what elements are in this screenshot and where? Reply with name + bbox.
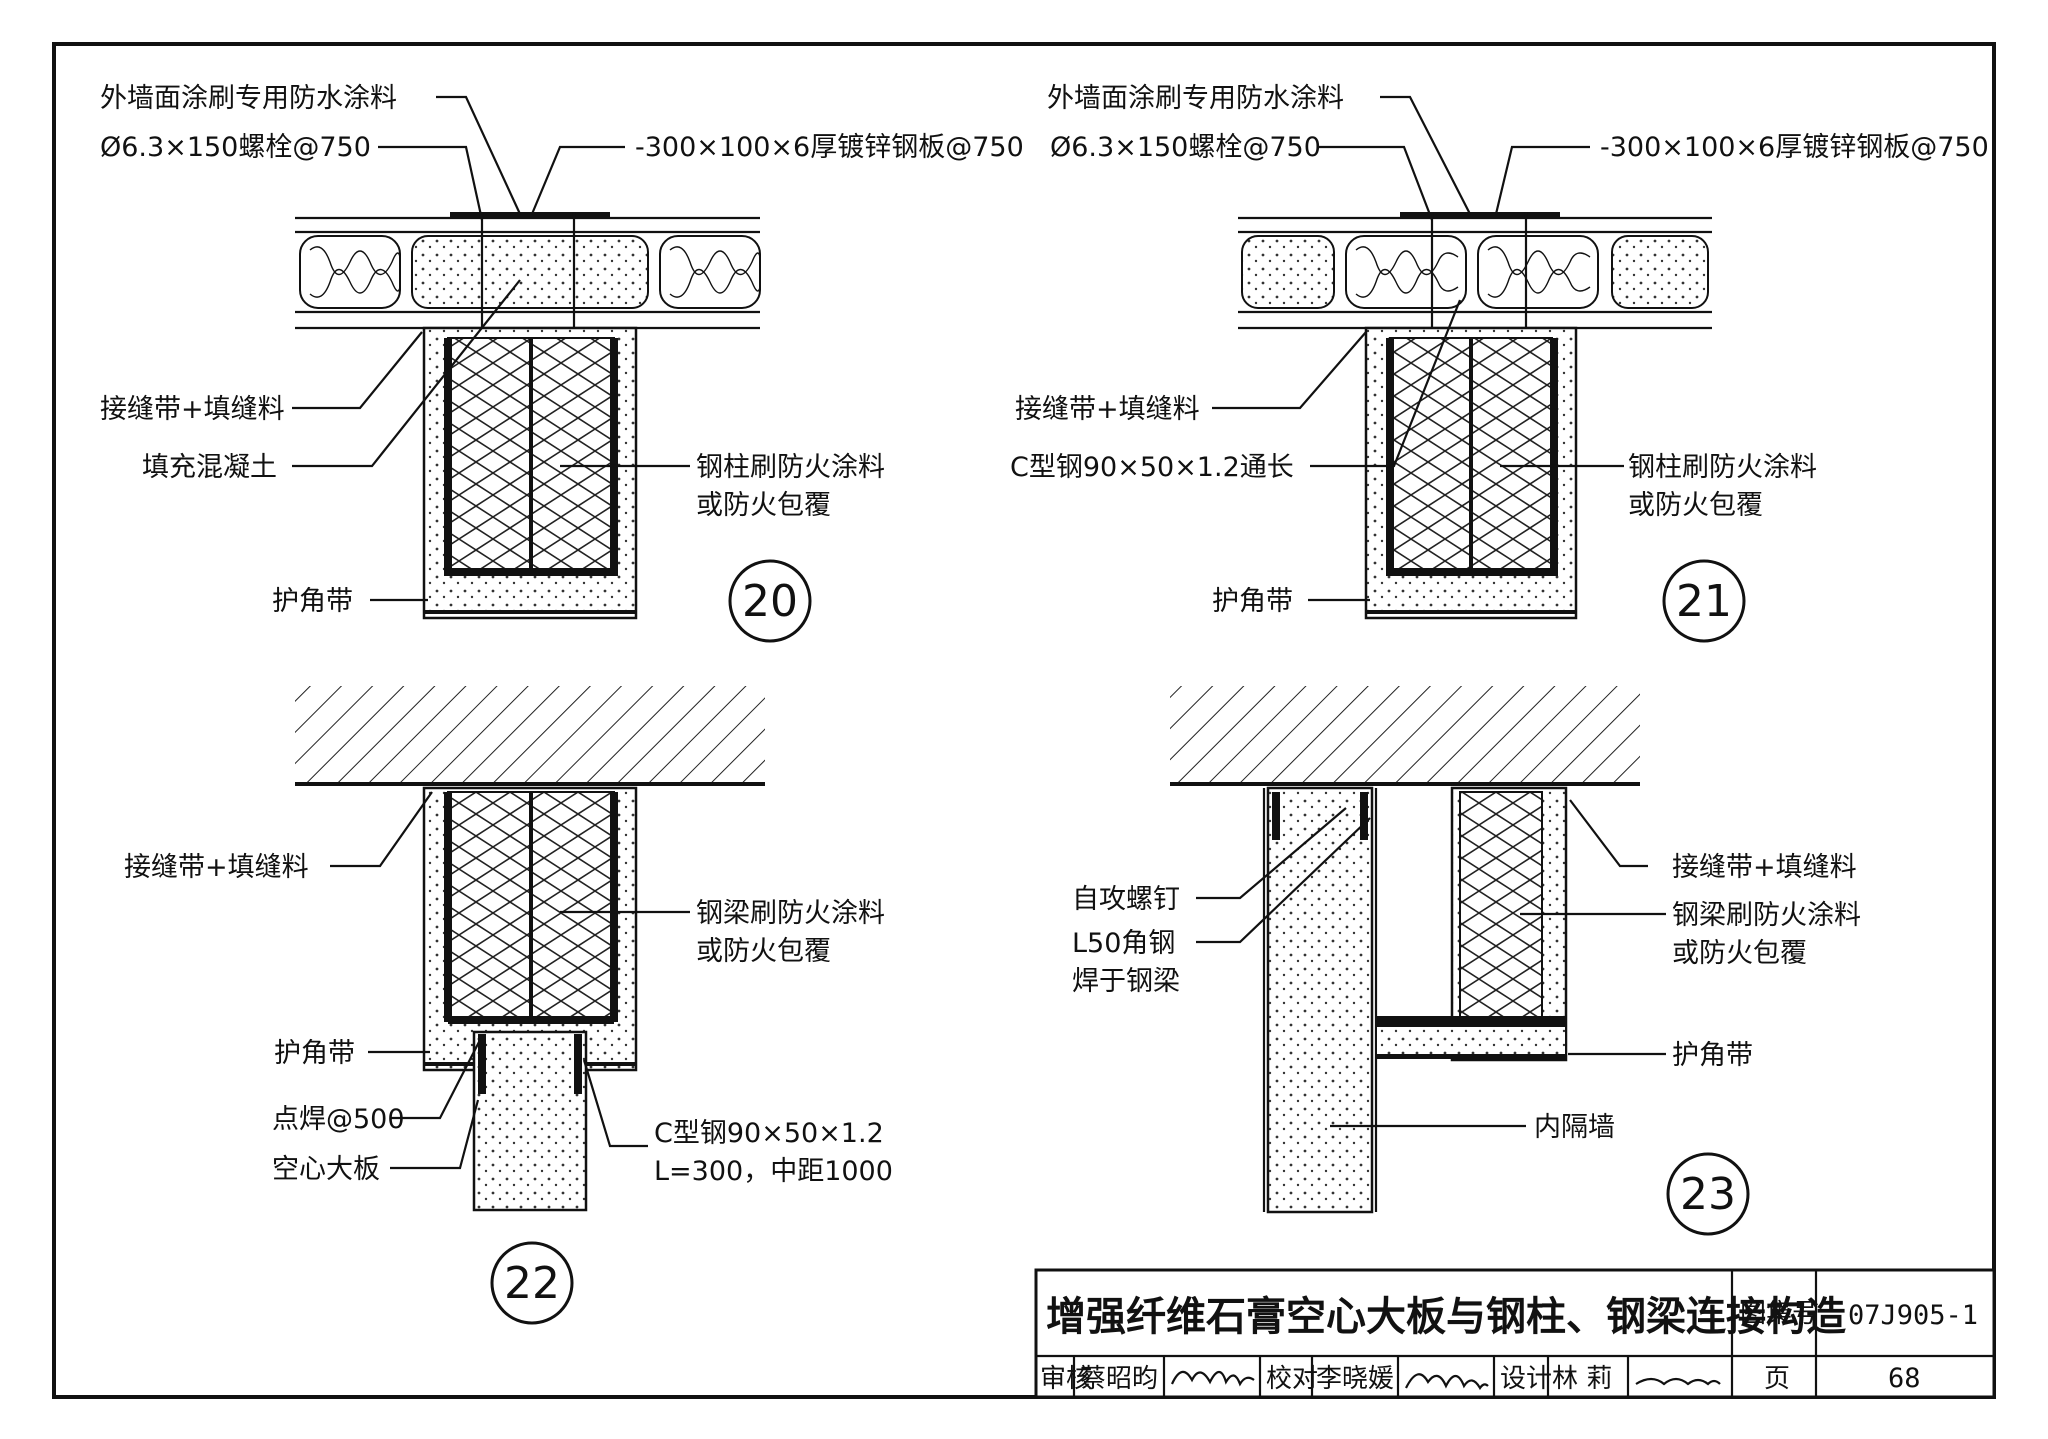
d22-weld-label: 点焊@500 bbox=[272, 1104, 405, 1135]
title-block bbox=[1034, 1268, 1996, 1399]
atlas-number-label: 图集号 bbox=[1740, 1299, 1818, 1329]
d20-coating-label: 外墙面涂刷专用防水涂料 bbox=[100, 83, 397, 114]
page-label: 页 bbox=[1764, 1364, 1790, 1394]
d21-plate-label: -300×100×6厚镀锌钢板@750 bbox=[1600, 132, 1989, 163]
d22-beam-fire-label-2: 或防火包覆 bbox=[696, 936, 831, 967]
d21-coating-label: 外墙面涂刷专用防水涂料 bbox=[1047, 83, 1344, 114]
concrete-slab bbox=[295, 686, 765, 784]
d23-wall-label: 内隔墙 bbox=[1534, 1112, 1615, 1143]
d23-beam-fire-label-2: 或防火包覆 bbox=[1672, 938, 1807, 969]
d22-cstud-label-2: L=300，中距1000 bbox=[654, 1156, 893, 1187]
detail-21 bbox=[1212, 95, 1712, 620]
detail-20 bbox=[292, 95, 761, 620]
d21-cstud-label: C型钢90×50×1.2通长 bbox=[1010, 452, 1294, 483]
checker-name: 李晓媛 bbox=[1316, 1364, 1394, 1394]
d23-joint-label: 接缝带+填缝料 bbox=[1672, 852, 1857, 883]
detail-22 bbox=[295, 686, 765, 1212]
d20-column-fire-label-2: 或防火包覆 bbox=[696, 490, 831, 521]
panel-core-left bbox=[299, 235, 401, 309]
sheet-border bbox=[52, 42, 1996, 1399]
detail-23-marker bbox=[1666, 1152, 1750, 1236]
d22-joint-label: 接缝带+填缝料 bbox=[124, 852, 309, 883]
steel-plate bbox=[450, 212, 610, 219]
d23-corner-label: 护角带 bbox=[1672, 1040, 1753, 1071]
check-label: 校对 bbox=[1266, 1364, 1318, 1394]
d20-joint-label: 接缝带+填缝料 bbox=[100, 394, 285, 425]
d20-fill-label: 填充混凝土 bbox=[142, 452, 277, 483]
inner-partition-wall bbox=[1266, 786, 1374, 1214]
detail-21-number: 21 bbox=[1676, 576, 1732, 627]
detail-22-marker bbox=[490, 1241, 574, 1325]
reviewer-name: 蔡昭昀 bbox=[1080, 1364, 1158, 1394]
d21-column-fire-label-2: 或防火包覆 bbox=[1628, 490, 1763, 521]
d21-corner-label: 护角带 bbox=[1212, 586, 1293, 617]
d22-beam-fire-label: 钢梁刷防火涂料 bbox=[696, 898, 885, 929]
design-label: 设计 bbox=[1500, 1364, 1552, 1394]
d20-plate-label: -300×100×6厚镀锌钢板@750 bbox=[635, 132, 1024, 163]
d21-joint-label: 接缝带+填缝料 bbox=[1015, 394, 1200, 425]
reviewer-signature bbox=[1170, 1370, 1255, 1387]
review-label: 审核 bbox=[1040, 1364, 1092, 1394]
detail-22-number: 22 bbox=[504, 1258, 560, 1309]
d20-column-fire-label: 钢柱刷防火涂料 bbox=[696, 452, 885, 483]
checker-signature bbox=[1405, 1373, 1489, 1391]
d23-screw-label: 自攻螺钉 bbox=[1072, 884, 1180, 915]
atlas-code: 07J905-1 bbox=[1848, 1300, 1978, 1331]
panel-core-right bbox=[659, 235, 761, 309]
d23-angle-label: L50角钢 bbox=[1072, 928, 1175, 959]
hollow-panel bbox=[472, 1030, 588, 1212]
d22-panel-label: 空心大板 bbox=[272, 1154, 380, 1185]
d23-beam-fire-label: 钢梁刷防火涂料 bbox=[1672, 900, 1861, 931]
d22-cstud-label: C型钢90×50×1.2 bbox=[654, 1118, 884, 1149]
detail-23 bbox=[1170, 686, 1666, 1214]
filled-concrete-cell bbox=[411, 235, 649, 309]
page-number: 68 bbox=[1888, 1363, 1921, 1394]
designer-name: 林 莉 bbox=[1552, 1364, 1612, 1394]
detail-21-marker bbox=[1662, 559, 1746, 643]
d21-bolt-label: Ø6.3×150螺栓@750 bbox=[1050, 132, 1321, 163]
d23-angle-label-2: 焊于钢梁 bbox=[1072, 966, 1180, 997]
d20-bolt-label: Ø6.3×150螺栓@750 bbox=[100, 132, 371, 163]
designer-signature bbox=[1635, 1377, 1721, 1386]
detail-20-marker bbox=[728, 559, 812, 643]
detail-20-number: 20 bbox=[742, 576, 798, 627]
detail-23-number: 23 bbox=[1680, 1169, 1736, 1220]
drawing-title: 增强纤维石膏空心大板与钢柱、钢梁连接构造 bbox=[1046, 1294, 1846, 1340]
d20-corner-label: 护角带 bbox=[272, 586, 353, 617]
panel-core-center bbox=[1345, 235, 1599, 309]
d21-column-fire-label: 钢柱刷防火涂料 bbox=[1628, 452, 1817, 483]
d22-corner-label: 护角带 bbox=[274, 1038, 355, 1069]
